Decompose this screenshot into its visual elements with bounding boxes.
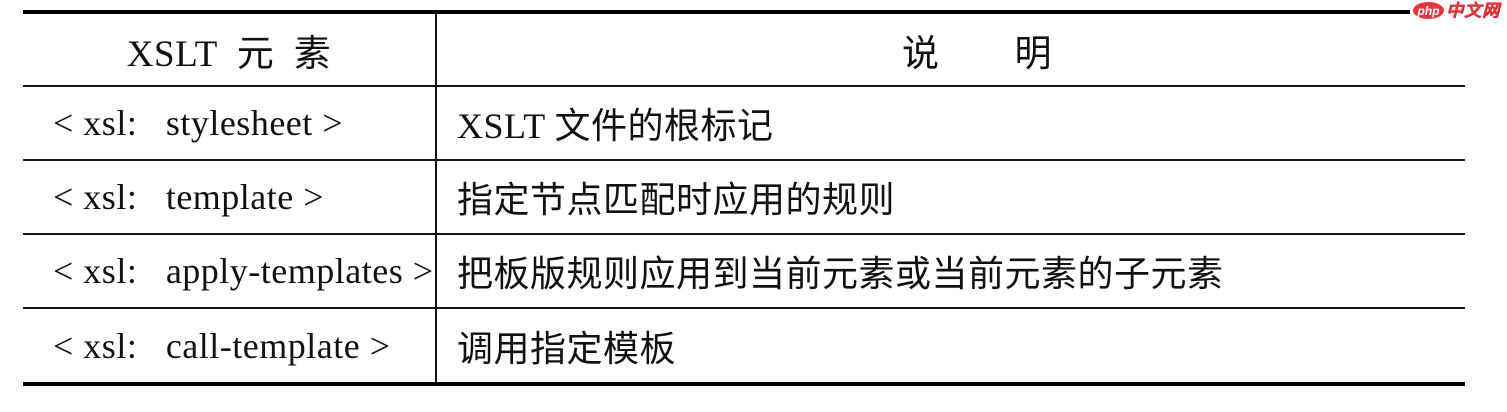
element-description: 把板版规则应用到当前元素或当前元素的子元素 xyxy=(457,254,1224,294)
element-name: < xsl: call-template > xyxy=(53,325,391,366)
header-cell-xslt-element: XSLT 元 素 xyxy=(23,14,437,85)
element-description: XSLT 文件的根标记 xyxy=(457,106,774,146)
header-cell-description: 说 明 xyxy=(437,14,1465,85)
site-name-text: 中文网 xyxy=(1446,1,1500,20)
element-cell: < xsl: apply-templates > xyxy=(23,235,437,307)
element-name: < xsl: template > xyxy=(53,177,325,217)
table-row: < xsl: template > 指定节点匹配时应用的规则 xyxy=(23,161,1465,235)
description-cell: 调用指定模板 xyxy=(437,309,1465,382)
header-label-description: 说 明 xyxy=(902,33,1052,75)
element-description: 调用指定模板 xyxy=(457,328,677,369)
table-header-row: XSLT 元 素 说 明 xyxy=(23,14,1465,87)
description-cell: 指定节点匹配时应用的规则 xyxy=(437,161,1465,233)
description-cell: XSLT 文件的根标记 xyxy=(437,87,1465,159)
php-cn-watermark-logo: php 中文网 xyxy=(1410,1,1500,20)
element-cell: < xsl: template > xyxy=(23,161,437,233)
element-name: < xsl: apply-templates > xyxy=(53,251,434,291)
table-row: < xsl: call-template > 调用指定模板 xyxy=(23,309,1465,382)
element-name: < xsl: stylesheet > xyxy=(53,103,344,143)
xslt-elements-table: XSLT 元 素 说 明 < xsl: stylesheet > XSLT 文件… xyxy=(23,10,1465,386)
description-cell: 把板版规则应用到当前元素或当前元素的子元素 xyxy=(437,235,1465,307)
element-cell: < xsl: stylesheet > xyxy=(23,87,437,159)
table-row: < xsl: apply-templates > 把板版规则应用到当前元素或当前… xyxy=(23,235,1465,309)
element-cell: < xsl: call-template > xyxy=(23,309,437,382)
element-description: 指定节点匹配时应用的规则 xyxy=(457,180,896,220)
header-label-xslt-element: XSLT 元 素 xyxy=(126,33,332,75)
php-badge-icon: php xyxy=(1413,2,1444,19)
table-row: < xsl: stylesheet > XSLT 文件的根标记 xyxy=(23,87,1465,161)
